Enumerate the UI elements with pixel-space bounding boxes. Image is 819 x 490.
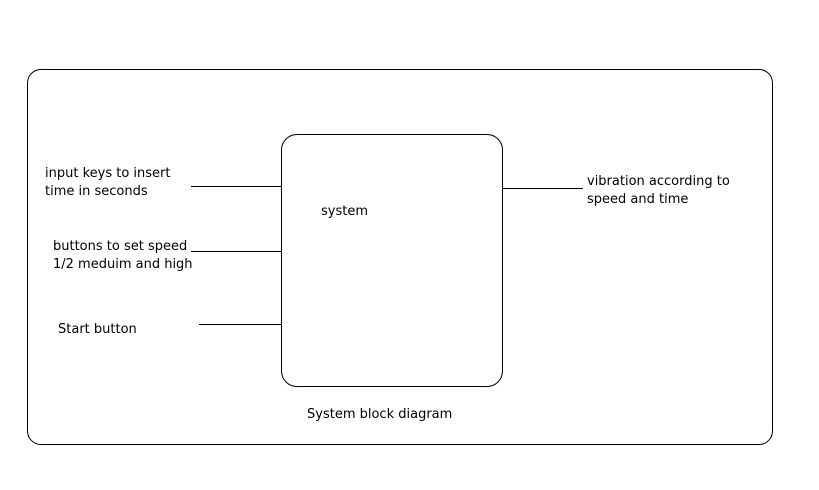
output-label-vibration-line1: vibration according to	[587, 174, 730, 189]
input-label-start-button-line1: Start button	[58, 322, 137, 337]
input-connector-start-button	[199, 324, 282, 325]
input-label-keys: input keys to insert time in seconds	[45, 165, 170, 201]
output-label-vibration-line2: speed and time	[587, 192, 689, 207]
system-block	[281, 134, 503, 387]
system-label: system	[321, 204, 368, 219]
output-label-vibration: vibration according to speed and time	[587, 173, 730, 209]
input-label-keys-line2: time in seconds	[45, 184, 148, 199]
input-label-speed-buttons: buttons to set speed 1/2 meduim and high	[53, 238, 193, 274]
diagram-title: System block diagram	[307, 407, 453, 422]
input-label-speed-buttons-line2: 1/2 meduim and high	[53, 257, 193, 272]
input-connector-speed-buttons	[191, 251, 282, 252]
input-label-speed-buttons-line1: buttons to set speed	[53, 239, 188, 254]
output-connector-vibration	[503, 188, 583, 189]
input-label-start-button: Start button	[58, 321, 137, 339]
input-connector-keys	[191, 186, 282, 187]
input-label-keys-line1: input keys to insert	[45, 166, 171, 181]
diagram-frame	[27, 69, 773, 445]
